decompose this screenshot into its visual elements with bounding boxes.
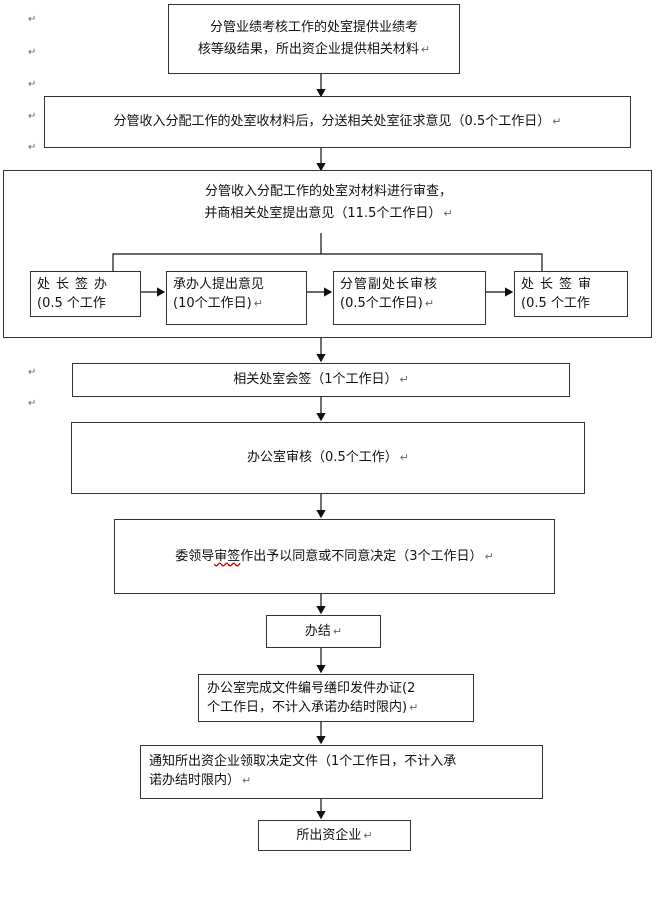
step-line: 办公室审核（0.5个工作） xyxy=(247,450,398,465)
step-line: 相关处室会签（1个工作日） xyxy=(233,372,398,387)
step-line: 处长签办 xyxy=(37,277,114,292)
margin-mark: ↵ xyxy=(28,47,37,58)
substep-handler-opinion: 承办人提出意见 (10个工作日)↵ xyxy=(166,271,307,325)
step-enterprise: 所出资企业↵ xyxy=(258,820,411,851)
step-text: 分管业绩考核工作的处室提供业绩考 xyxy=(210,17,418,39)
margin-mark: ↵ xyxy=(28,367,37,378)
substep-director-sign: 处长签办 (0.5 个工作 xyxy=(30,271,141,317)
step-line: 承办人提出意见 xyxy=(173,277,265,292)
paragraph-mark: ↵ xyxy=(399,451,409,464)
step-text: 核等级结果，所出资企业提供相关材料↵ xyxy=(198,39,430,61)
step-line: 诺办结时限内） xyxy=(149,773,241,788)
step-notify-enterprise: 通知所出资企业领取决定文件（1个工作日，不计入承 诺办结时限内）↵ xyxy=(140,745,543,799)
step-leadership-decision: 委领导审签作出予以同意或不同意决定（3个工作日）↵ xyxy=(114,519,555,594)
step-line: 核等级结果，所出资企业提供相关材料 xyxy=(197,42,419,57)
margin-mark: ↵ xyxy=(28,14,37,25)
step-issue-documents: 办公室完成文件编号缮印发件办证(2 个工作日，不计入承诺办结时限内)↵ xyxy=(198,674,474,722)
step-line: 分管收入分配工作的处室对材料进行审查， xyxy=(204,184,452,199)
step-line: (10个工作日) xyxy=(173,296,252,311)
step-completed: 办结↵ xyxy=(266,615,381,648)
step-line: 办结 xyxy=(304,623,331,639)
step-line: (0.5 个工作 xyxy=(521,296,590,311)
step-office-review: 办公室审核（0.5个工作）↵ xyxy=(71,422,585,494)
paragraph-mark: ↵ xyxy=(253,297,263,310)
substep-bracket xyxy=(112,253,543,271)
paragraph-mark: ↵ xyxy=(409,701,419,714)
margin-mark: ↵ xyxy=(28,398,37,409)
step-line: 所出资企业 xyxy=(296,827,362,843)
step-line: 个工作日，不计入承诺办结时限内) xyxy=(207,700,408,715)
paragraph-mark: ↵ xyxy=(332,624,343,638)
step-line: 分管收入分配工作的处室收材料后，分送相关处室征求意见（0.5个工作日） xyxy=(113,114,551,129)
step-line: 分管业绩考核工作的处室提供业绩考 xyxy=(209,20,418,35)
step-distribute-for-comments: 分管收入分配工作的处室收材料后，分送相关处室征求意见（0.5个工作日）↵ xyxy=(44,96,631,148)
margin-mark: ↵ xyxy=(28,111,37,122)
paragraph-mark: ↵ xyxy=(420,43,431,56)
step-line: 通知所出资企业领取决定文件（1个工作日，不计入承 xyxy=(149,754,457,769)
step-line: 作出予以同意或不同意决定（3个工作日） xyxy=(240,548,483,564)
paragraph-mark: ↵ xyxy=(552,115,562,128)
step-countersign: 相关处室会签（1个工作日）↵ xyxy=(72,363,570,397)
paragraph-mark: ↵ xyxy=(363,828,373,842)
step-review-title: 分管收入分配工作的处室对材料进行审查， xyxy=(0,182,657,202)
paragraph-mark: ↵ xyxy=(443,207,453,220)
paragraph-mark: ↵ xyxy=(424,297,435,310)
margin-mark: ↵ xyxy=(28,79,37,90)
step-line: 委领导 xyxy=(175,548,215,564)
step-review-subtitle: 并商相关处室提出意见（11.5个工作日）↵ xyxy=(0,204,657,224)
substep-director-approve: 处长签审 (0.5 个工作 xyxy=(514,271,628,317)
step-line: 并商相关处室提出意见（11.5个工作日） xyxy=(204,206,442,221)
step-review-container xyxy=(3,170,652,338)
step-line: 办公室完成文件编号缮印发件办证(2 xyxy=(207,681,416,696)
substep-deputy-review: 分管副处长审核 (0.5个工作日)↵ xyxy=(333,271,486,325)
paragraph-mark: ↵ xyxy=(242,774,252,787)
step-line: 分管副处长审核 xyxy=(340,277,439,292)
margin-mark: ↵ xyxy=(28,142,37,153)
step-line: (0.5个工作日) xyxy=(340,296,423,311)
step-line: (0.5 个工作 xyxy=(37,296,106,311)
step-provide-materials: 分管业绩考核工作的处室提供业绩考 核等级结果，所出资企业提供相关材料↵ xyxy=(168,4,460,74)
step-line: 审签 xyxy=(214,548,241,564)
step-line: 处长签审 xyxy=(521,277,598,292)
paragraph-mark: ↵ xyxy=(399,373,409,386)
paragraph-mark: ↵ xyxy=(484,549,494,563)
